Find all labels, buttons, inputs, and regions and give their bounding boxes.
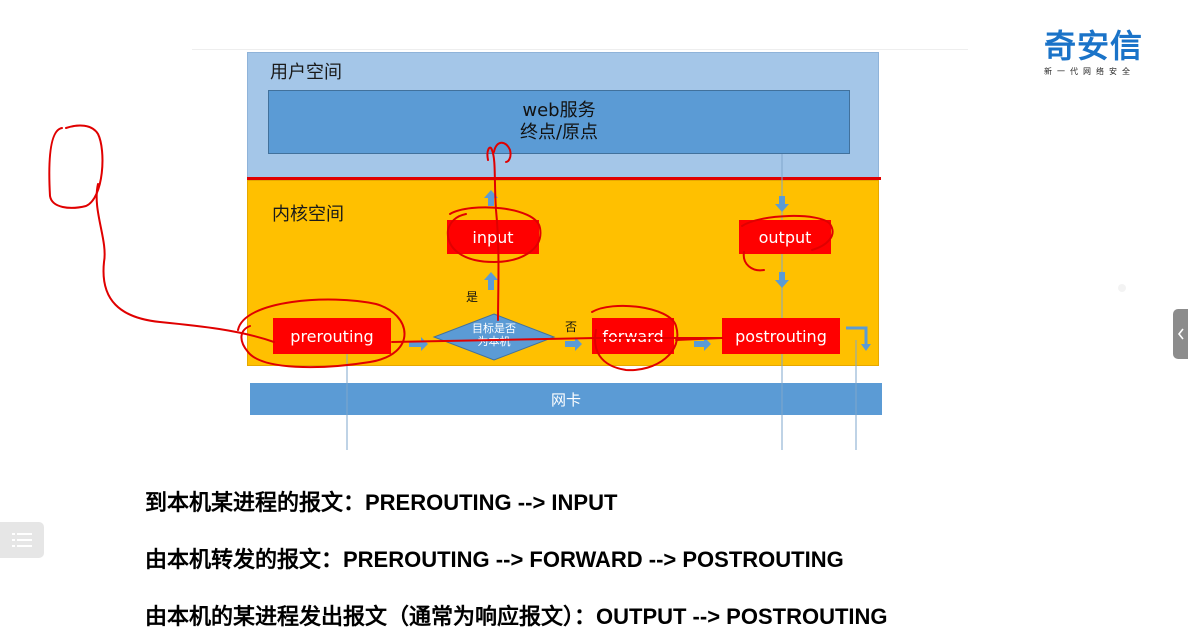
postrouting-chain-box: postrouting [722, 318, 840, 354]
input-chain-box: input [447, 220, 539, 254]
faint-mark [1118, 284, 1126, 292]
flow-line-input: 到本机某进程的报文：PREROUTING --> INPUT [145, 490, 618, 515]
chevron-left-icon [1177, 328, 1184, 340]
logo-main-text: 奇安信 [1044, 27, 1144, 65]
right-collapse-tab[interactable] [1173, 309, 1188, 359]
output-chain-box: output [739, 220, 831, 254]
netfilter-diagram: 用户空间 web服务 终点/原点 内核空间 input output prero… [48, 49, 1126, 450]
decision-label-line2: 为本机 [477, 335, 511, 348]
nic-bar: 网卡 [250, 383, 882, 415]
web-service-subtitle: 终点/原点 [519, 122, 599, 143]
red-annotation-strokes [48, 124, 834, 372]
yes-label: 是 [466, 290, 479, 304]
kernel-space-label: 内核空间 [272, 204, 344, 225]
decision-diamond [432, 313, 556, 361]
flow-line-forward: 由本机转发的报文：PREROUTING --> FORWARD --> POST… [145, 547, 844, 572]
qianxin-logo: 奇安信 新一代网络安全 [1044, 28, 1156, 84]
no-label: 否 [565, 320, 578, 334]
web-service-box: web服务 终点/原点 [268, 90, 850, 154]
prerouting-chain-box: prerouting [273, 318, 391, 354]
slide-top-line [192, 49, 968, 50]
outline-button[interactable] [0, 522, 44, 558]
list-icon [12, 533, 32, 547]
decision-label-line1: 目标是否 [472, 322, 516, 335]
boundary-line [247, 177, 881, 180]
flow-line-output: 由本机的某进程发出报文（通常为响应报文）：OUTPUT --> POSTROUT… [145, 604, 888, 629]
user-space-label: 用户空间 [270, 62, 342, 83]
web-service-title: web服务 [522, 100, 596, 121]
decision-label: 目标是否 为本机 [462, 322, 526, 348]
forward-chain-box: forward [592, 318, 674, 354]
diagram-connectors [48, 124, 871, 450]
logo-sub-text: 新一代网络安全 [1044, 67, 1135, 76]
